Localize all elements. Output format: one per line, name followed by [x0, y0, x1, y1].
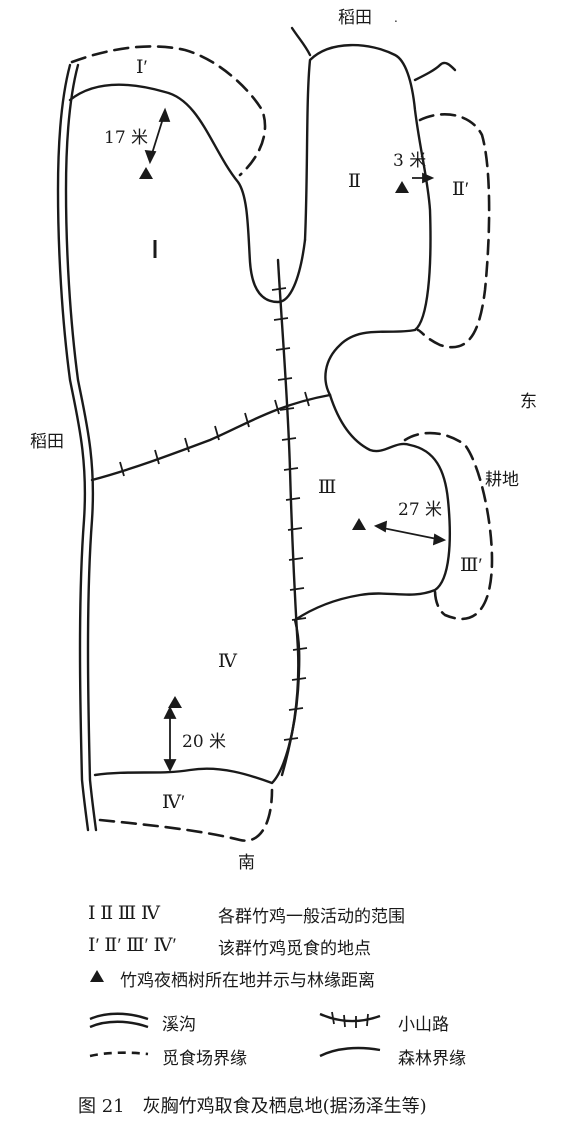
- arrow-III: [377, 526, 443, 541]
- label-region-III-prime: Ⅲ′: [460, 555, 483, 576]
- label-region-II-prime: Ⅱ′: [452, 179, 470, 200]
- legend-triangle-icon: [90, 970, 104, 982]
- legend-stream-text: 溪沟: [162, 1015, 196, 1035]
- label-region-IV: Ⅳ: [218, 651, 237, 672]
- small-mountain-path: [90, 258, 332, 777]
- label-left-field: 稻田: [30, 432, 64, 452]
- label-region-III: Ⅲ: [318, 477, 337, 498]
- legend-feeding-codes: Ⅰ′ Ⅱ′ Ⅲ′ Ⅳ′: [88, 935, 177, 956]
- legend-feeding-boundary-icon: [89, 1051, 149, 1058]
- legend-forest-boundary-icon: [319, 1046, 381, 1058]
- legend-row-feeding: Ⅰ′ Ⅱ′ Ⅲ′ Ⅳ′: [88, 934, 177, 957]
- path-ticks: [119, 287, 310, 741]
- legend-stream-icon: [89, 1012, 149, 1029]
- map-drawing: [56, 26, 494, 842]
- label-region-II: Ⅱ: [348, 171, 361, 192]
- label-south: 南: [238, 853, 255, 873]
- label-region-IV-prime: Ⅳ′: [162, 792, 186, 813]
- legend-path-text: 小山路: [398, 1015, 449, 1035]
- label-dist-III: 27 米: [398, 500, 443, 520]
- roost-markers: [139, 167, 409, 708]
- legend-roost-text: 竹鸡夜栖树所在地并示与林缘距离: [120, 971, 375, 991]
- feeding-boundary-IV-prime: [98, 788, 274, 842]
- roost-triangle-IV: [168, 696, 182, 708]
- arrow-IV-head-top: [163, 705, 177, 719]
- legend-row-ranges: Ⅰ Ⅱ Ⅲ Ⅳ: [88, 902, 160, 925]
- arrow-I-head-bottom: [144, 149, 157, 165]
- arrow-IV-head-bottom: [163, 759, 177, 773]
- label-dist-II: 3 米: [393, 151, 427, 171]
- label-farmland: 耕地: [485, 470, 519, 490]
- feeding-boundary-III-prime: [403, 431, 494, 621]
- forest-boundary-region-IV: [93, 618, 301, 785]
- forest-boundary-region-II: [303, 43, 432, 397]
- label-dist-IV: 20 米: [182, 732, 227, 752]
- feeding-boundary-II-prime: [416, 113, 491, 349]
- label-east: 东: [520, 392, 537, 412]
- arrow-II-head: [422, 172, 435, 184]
- label-region-I-prime: Ⅰ′: [136, 57, 148, 78]
- forest-boundary-region-III: [293, 393, 451, 622]
- roost-triangle-III: [352, 518, 366, 530]
- label-top-field: 稻田: [338, 8, 372, 28]
- legend-forest-boundary-text: 森林界缘: [398, 1049, 466, 1069]
- forest-boundary-region-I: [68, 83, 307, 304]
- habitat-map: 稻田 . 稻田 东 耕地 南 Ⅰ′ Ⅱ Ⅱ′ Ⅲ Ⅲ′ Ⅳ Ⅳ′ 17 米 3 …: [30, 8, 537, 873]
- figure-caption: 图 21 灰胸竹鸡取食及栖息地(据汤泽生等): [78, 1096, 427, 1117]
- roost-triangle-I: [139, 167, 153, 179]
- legend: Ⅰ Ⅱ Ⅲ Ⅳ 各群竹鸡一般活动的范围 Ⅰ′ Ⅱ′ Ⅲ′ Ⅳ′ 该群竹鸡觅食的地…: [0, 880, 573, 1143]
- stream-line-outer: [56, 63, 90, 832]
- legend-feeding-text: 该群竹鸡觅食的地点: [218, 939, 371, 959]
- label-dist-I: 17 米: [104, 128, 149, 148]
- label-top-dot: .: [394, 11, 398, 25]
- arrow-III-head-right: [432, 533, 447, 546]
- arrow-III-head-left: [373, 520, 388, 533]
- roost-triangle-II: [395, 181, 409, 193]
- arrow-I-head-top: [158, 107, 171, 122]
- legend-path-icon: [319, 1011, 381, 1028]
- stream-line-inner: [64, 63, 98, 832]
- feeding-boundary-I-prime: [70, 45, 267, 177]
- legend-range-codes: Ⅰ Ⅱ Ⅲ Ⅳ: [88, 903, 160, 924]
- legend-feeding-boundary-text: 觅食场界缘: [162, 1049, 247, 1069]
- stream-branch-top: [290, 26, 312, 57]
- stream-branch-right: [413, 61, 457, 82]
- legend-range-text: 各群竹鸡一般活动的范围: [218, 907, 405, 927]
